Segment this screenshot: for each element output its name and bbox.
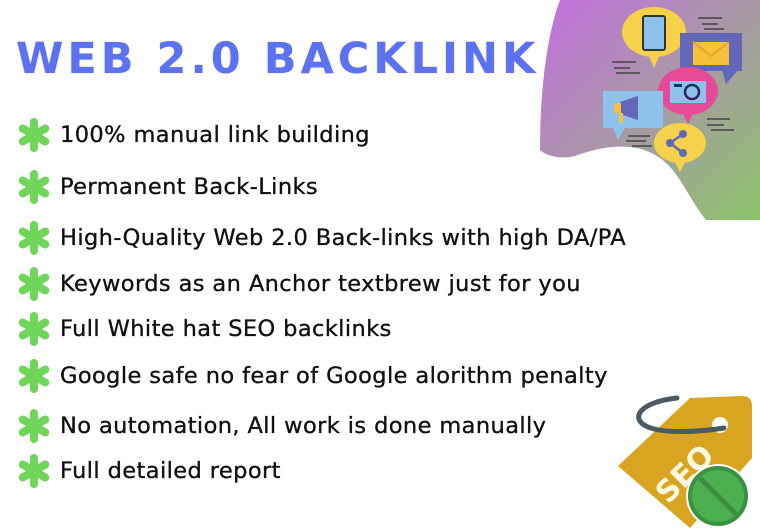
feature-text: Full detailed report bbox=[60, 458, 281, 484]
feature-item: Full detailed report bbox=[16, 453, 281, 489]
no-sign-icon bbox=[686, 464, 750, 528]
asterisk-bullet-icon bbox=[16, 117, 52, 153]
feature-item: Full White hat SEO backlinks bbox=[16, 311, 392, 347]
feature-text: 100% manual link building bbox=[60, 122, 370, 148]
asterisk-bullet-icon bbox=[16, 358, 52, 394]
megaphone-icon bbox=[603, 91, 663, 140]
feature-item: High-Quality Web 2.0 Back-links with hig… bbox=[16, 220, 626, 256]
page-title: WEB 2.0 BACKLINK bbox=[16, 34, 540, 84]
asterisk-bullet-icon bbox=[16, 311, 52, 347]
share-icon bbox=[654, 123, 706, 172]
asterisk-bullet-icon bbox=[16, 453, 52, 489]
feature-text: Permanent Back-Links bbox=[60, 174, 319, 200]
feature-item: 100% manual link building bbox=[16, 117, 370, 153]
feature-item: No automation, All work is done manually bbox=[16, 408, 546, 444]
feature-item: Permanent Back-Links bbox=[16, 169, 318, 205]
smartphone-icon bbox=[622, 7, 686, 68]
envelope-icon bbox=[680, 33, 742, 84]
camera-icon bbox=[658, 67, 718, 124]
feature-text: Full White hat SEO backlinks bbox=[60, 316, 392, 342]
feature-text: High-Quality Web 2.0 Back-links with hig… bbox=[60, 225, 627, 251]
asterisk-bullet-icon bbox=[16, 408, 52, 444]
asterisk-bullet-icon bbox=[16, 266, 52, 302]
feature-item: Google safe no fear of Google alorithm p… bbox=[16, 358, 608, 394]
asterisk-bullet-icon bbox=[16, 220, 52, 256]
feature-item: Keywords as an Anchor textbrew just for … bbox=[16, 266, 581, 302]
feature-text: No automation, All work is done manually bbox=[60, 413, 547, 439]
asterisk-bullet-icon bbox=[16, 169, 52, 205]
motion-lines bbox=[612, 17, 734, 147]
feature-text: Google safe no fear of Google alorithm p… bbox=[60, 363, 608, 389]
feature-text: Keywords as an Anchor textbrew just for … bbox=[60, 271, 581, 297]
